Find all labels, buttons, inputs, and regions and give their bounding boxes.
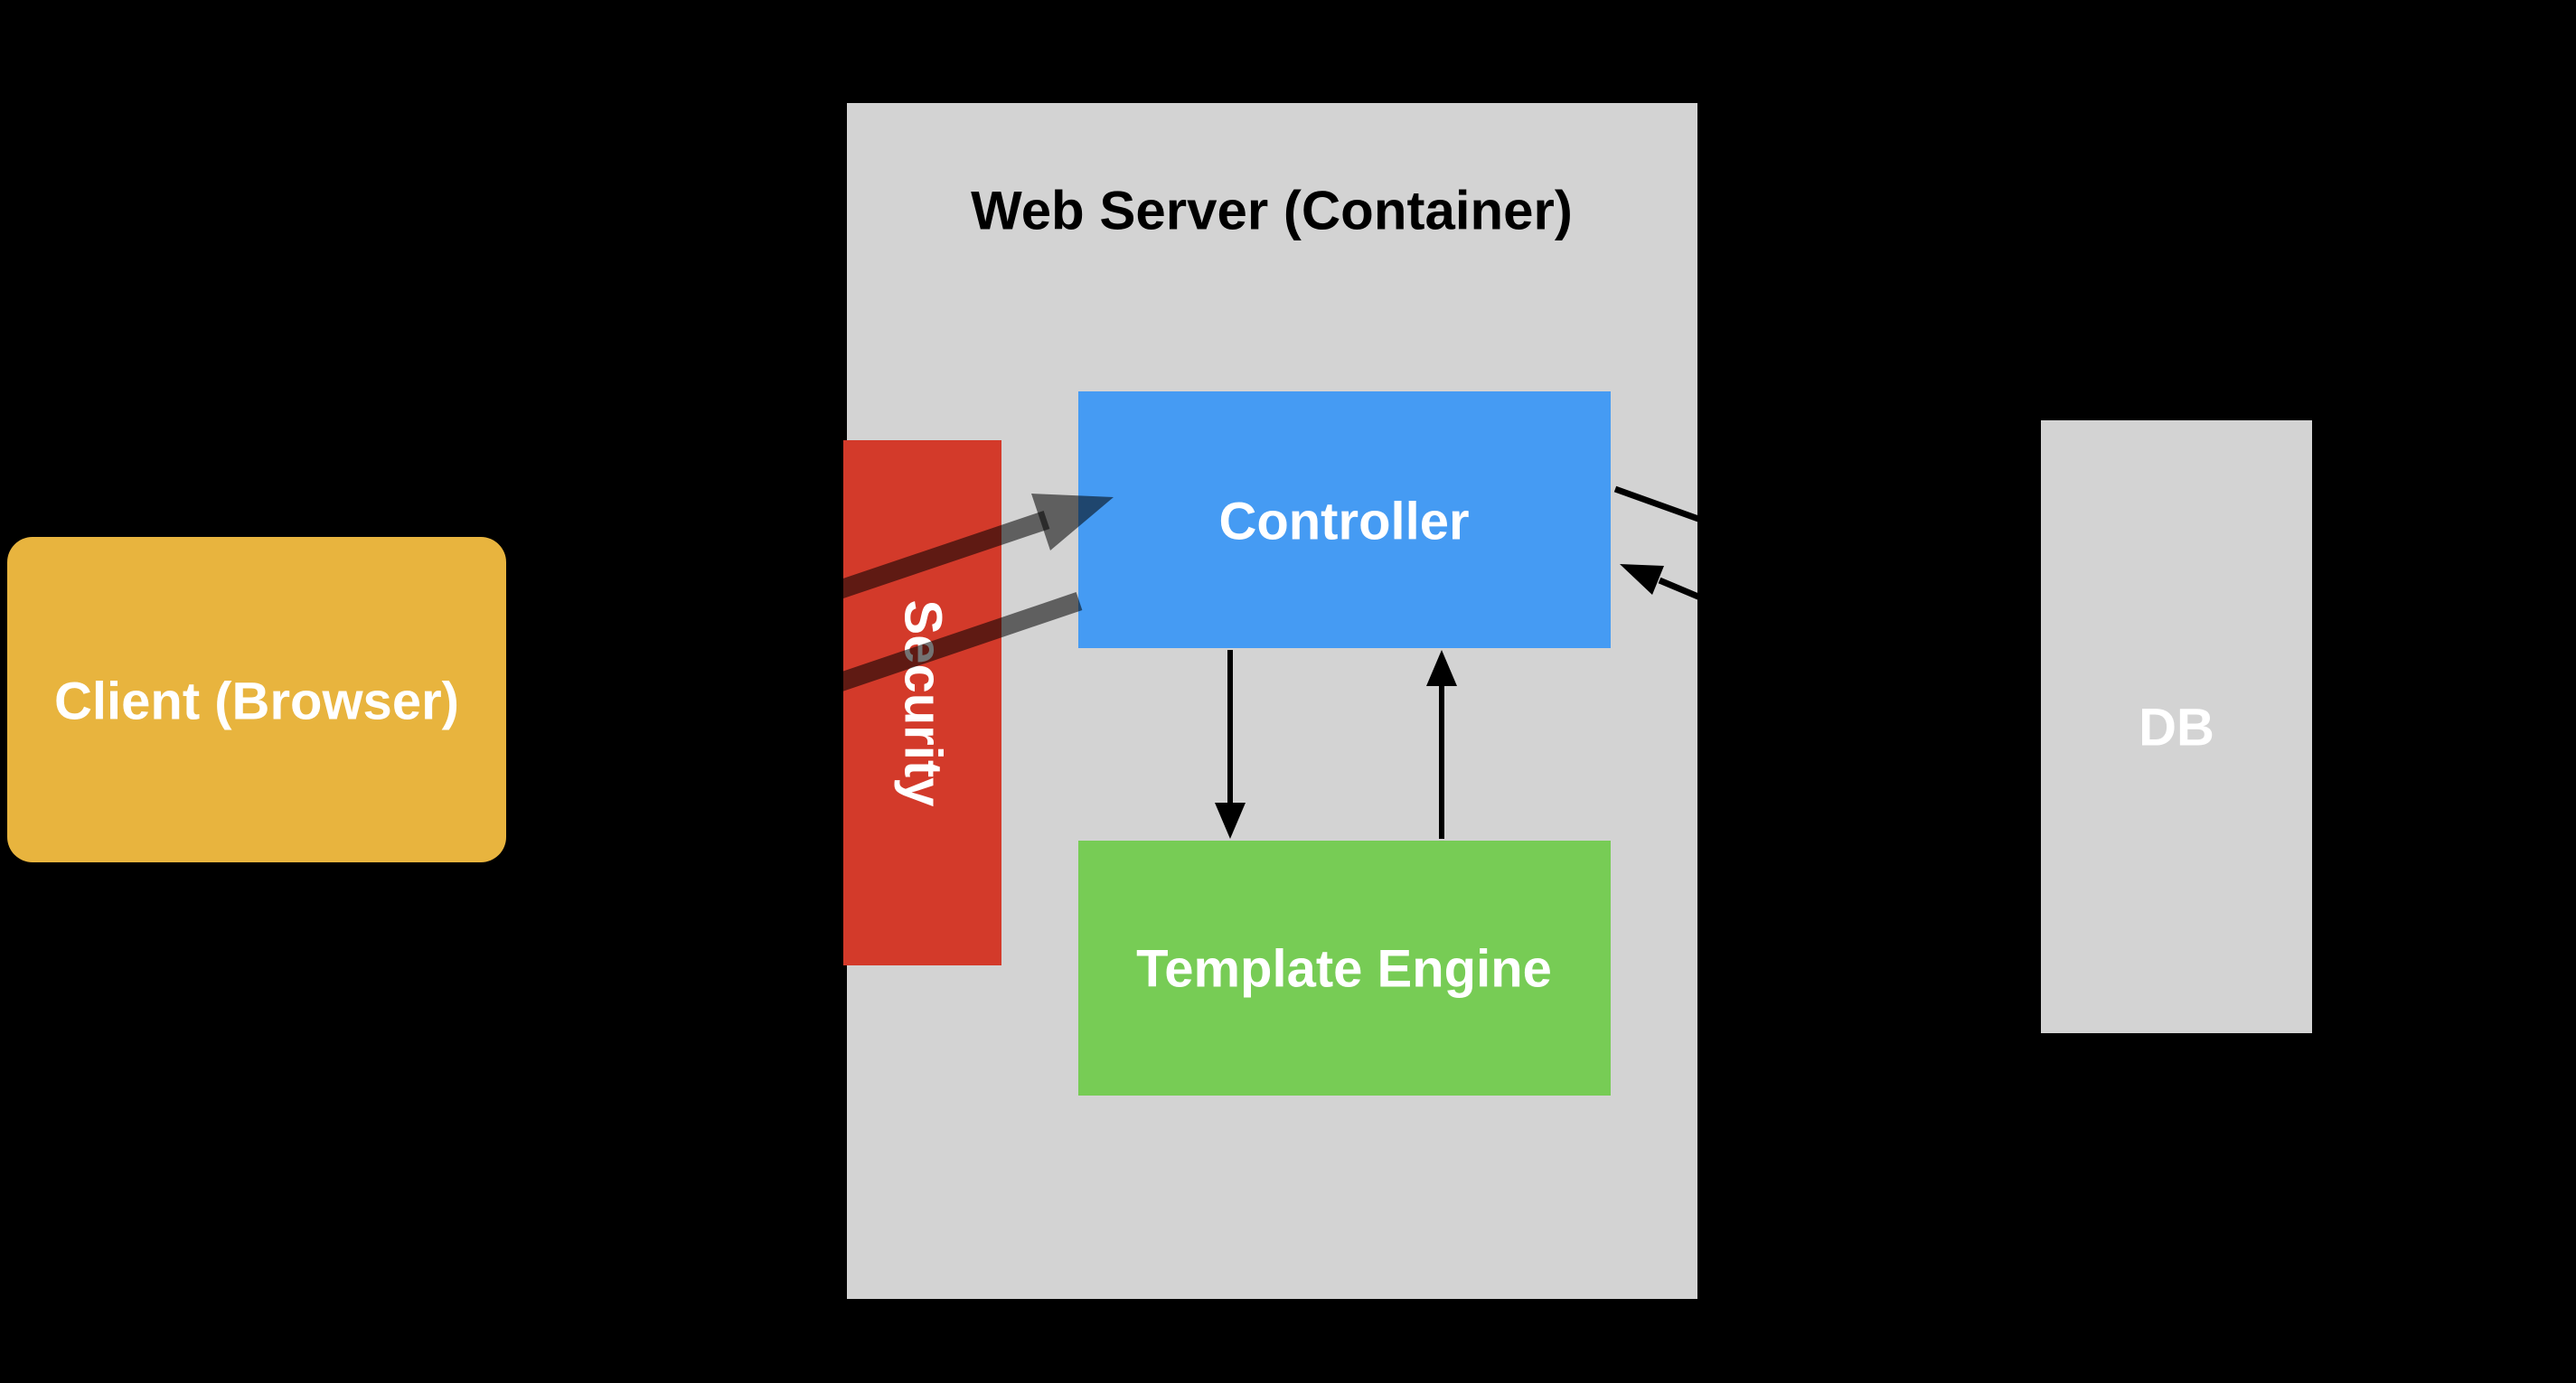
arrow-template-engine-to-controller-head [1426,650,1457,686]
arrow-client-to-controller-secondary [620,592,1083,765]
controller-node [1078,391,1611,648]
arrow-client-to-controller-request-head [1031,494,1114,550]
arrow-db-to-controller-line [1658,577,1904,686]
arrow-controller-to-db-line [1613,485,1904,596]
arrow-client-to-controller-secondary-line [620,592,1083,765]
client-node [7,537,506,862]
security-node [843,440,1001,965]
arrow-template-engine-to-controller [1426,650,1457,839]
web-server-container-title: Web Server (Container) [971,181,1573,241]
db-node [2041,420,2312,1033]
arrow-db-to-controller-head [1620,564,1664,595]
template-engine-node [1078,841,1611,1096]
client-node-label: Client (Browser) [54,673,459,731]
security-node-label: Security [894,600,953,807]
db-node-label: DB [2139,699,2214,757]
controller-node-label: Controller [1218,493,1469,551]
arrow-controller-to-db [1613,485,1904,596]
arrow-controller-to-template-engine [1215,650,1246,839]
template-engine-node-label: Template Engine [1136,940,1552,999]
arrow-db-to-controller [1620,564,1904,686]
arrow-client-to-controller-request [620,494,1114,672]
arrow-controller-to-template-engine-head [1215,803,1246,839]
arrow-client-to-controller-request-line [620,511,1050,672]
